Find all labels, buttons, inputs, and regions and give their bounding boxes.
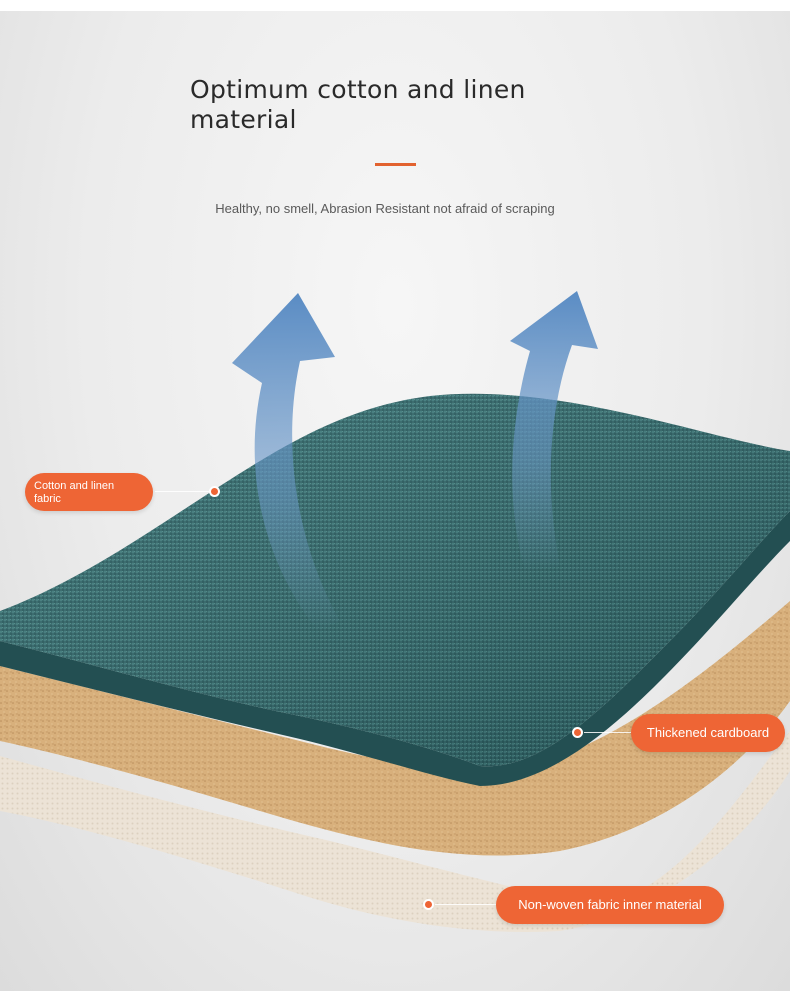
cotton-leader-line (155, 491, 213, 492)
product-detail-panel: Optimum cotton and linen material Health… (0, 11, 790, 991)
cardboard-marker-dot (572, 727, 583, 738)
nonwoven-layer (0, 731, 790, 932)
nonwoven-leader-line (435, 904, 497, 905)
nonwoven-marker-dot (423, 899, 434, 910)
cardboard-layer (0, 601, 790, 856)
callout-nonwoven-fabric: Non-woven fabric inner material (496, 886, 724, 924)
fabric-shading (0, 393, 790, 767)
callout-cotton-linen: Cotton and linen fabric (25, 473, 153, 511)
title-accent-rule (375, 163, 416, 166)
airflow-arrow-right (510, 291, 598, 571)
page-title: Optimum cotton and linen material (190, 75, 610, 135)
title-line-1: Optimum cotton and linen (190, 75, 526, 104)
airflow-arrow-left (232, 293, 340, 631)
cardboard-leader-line (584, 732, 632, 733)
cotton-marker-dot (209, 486, 220, 497)
material-layers-illustration (0, 291, 790, 932)
page-subtitle: Healthy, no smell, Abrasion Resistant no… (215, 201, 555, 216)
callout-thickened-cardboard: Thickened cardboard (631, 714, 785, 752)
callout-cotton-line-2: fabric (34, 493, 61, 505)
callout-cotton-line-1: Cotton and linen (34, 480, 115, 492)
fabric-edge (0, 511, 790, 786)
title-line-2: material (190, 105, 297, 134)
